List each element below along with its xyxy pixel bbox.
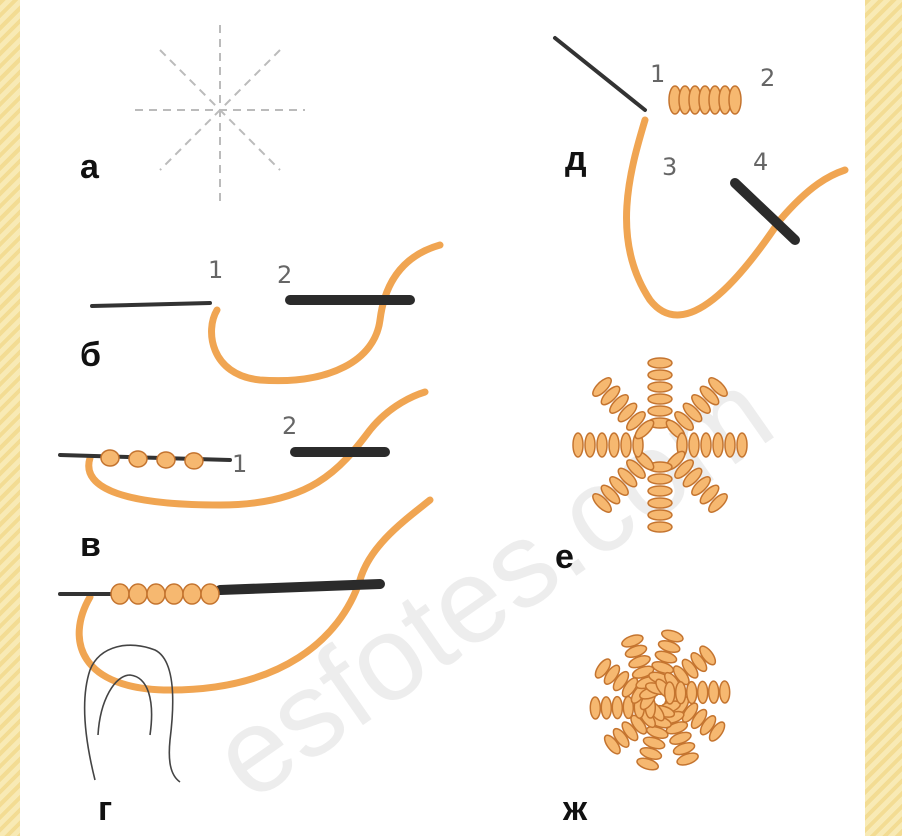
step-d-illustration [555,38,845,315]
label-zh: ж [562,790,588,828]
coil-turn [609,433,619,457]
coil-turn [737,433,747,457]
coil-turn [648,358,672,368]
point-label-b1: 1 [208,256,223,284]
coil-turn [720,681,730,703]
coil-turn [601,697,611,719]
coil-turn [157,452,176,469]
coil-turn [713,433,723,457]
finger-icon [85,645,180,782]
point-label-d4: 4 [753,148,768,176]
coil-wrap [669,86,741,114]
label-g: г [98,790,112,828]
star-guide-icon [135,25,305,205]
coil-turn [597,433,607,457]
coil-turn [709,681,719,703]
step-v-illustration [60,392,425,505]
coil-turn [648,498,672,508]
label-b: б [80,336,101,374]
point-label-b2: 2 [277,261,292,289]
coil-turn [725,433,735,457]
coil-turn [585,433,595,457]
label-v: в [80,526,101,564]
coil-turn [648,510,672,520]
coil-turn [101,450,120,467]
label-e: е [555,538,574,576]
coil-turn [185,453,204,470]
coil-turn [648,370,672,380]
coil-turn [648,474,672,484]
coil-turn [201,584,219,604]
point-label-d1: 1 [650,60,665,88]
point-label-d3: 3 [662,153,677,181]
point-label-d2: 2 [760,64,775,92]
coil-turn [111,584,129,604]
coil-turn [573,433,583,457]
coil-turn [612,697,622,719]
coil-turn [129,584,147,604]
coil-wrap [111,584,219,604]
coil-turn [147,584,165,604]
coil-turn [129,451,148,468]
coil-turn [165,584,183,604]
label-d: д [565,140,587,178]
coil-turn [590,697,600,719]
embroidery-diagram: esfotes.com а 1 2 б 1 2 в г [20,0,865,836]
coil-turn [648,522,672,532]
point-label-v1: 1 [232,450,247,478]
label-a: а [80,148,100,186]
coil-turn [648,406,672,416]
coil-turn [665,682,675,704]
coil-turn [648,486,672,496]
coil-turn [183,584,201,604]
point-label-v2: 2 [282,412,297,440]
coil-turn [648,394,672,404]
coil-turn [648,382,672,392]
coil-turn [729,86,741,114]
coil-turn [676,682,686,704]
rosette-coils-icon [590,628,730,772]
illustration-panel: esfotes.com а 1 2 б 1 2 в г [20,0,865,836]
coil-turn [621,433,631,457]
step-b-illustration [92,245,440,381]
coil-turn [687,681,697,703]
coil-turn [689,433,699,457]
coil-turn [701,433,711,457]
coil-turn [698,681,708,703]
